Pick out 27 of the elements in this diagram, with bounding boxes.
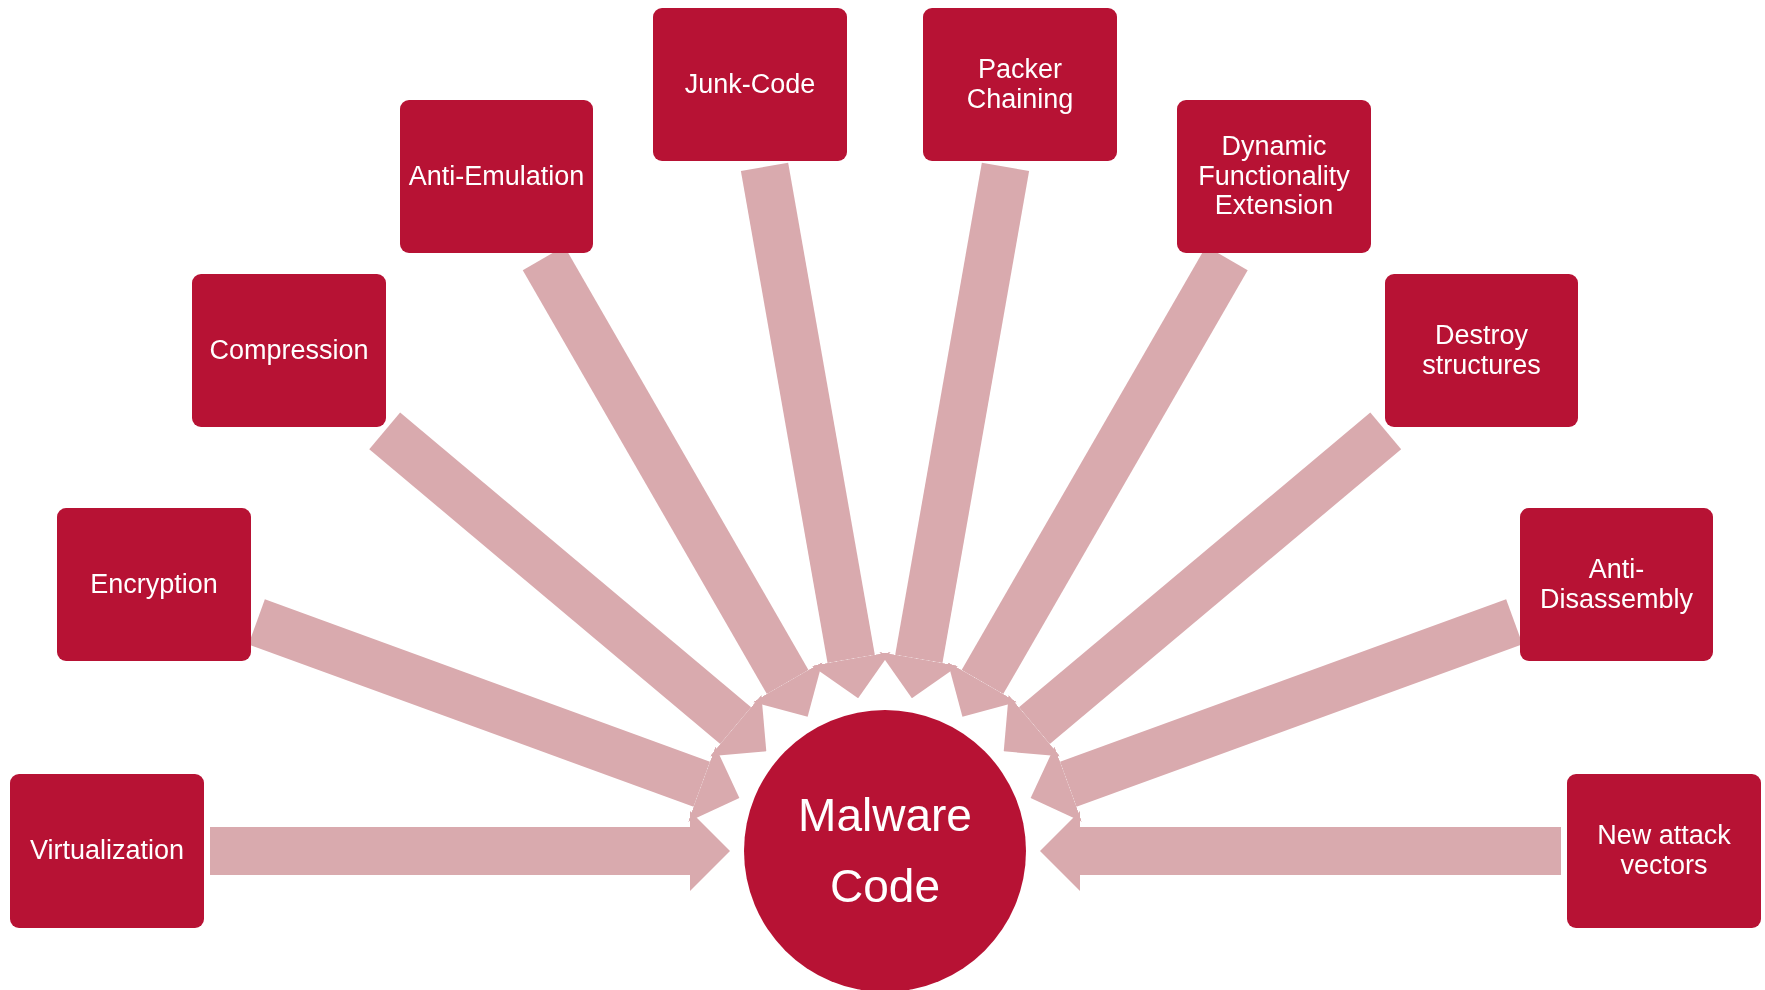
block-arrow [369,412,767,757]
node-label: Junk-Code [684,69,816,100]
block-arrow [1040,811,1561,891]
node-label: Encryption [90,569,218,600]
technique-box [400,100,593,253]
technique-box [1520,508,1713,661]
technique-box [1567,774,1761,928]
technique-box [10,774,204,928]
technique-box [1385,274,1578,427]
node-label: Destroy structures [1421,320,1542,381]
block-arrow [210,811,730,891]
node-label: Virtualization [29,836,185,866]
block-arrow [879,162,1030,699]
technique-box [923,8,1117,161]
node-label: Compression [209,335,369,366]
node-label: Malware Code [797,787,973,914]
node-label: New attack vectors [1596,821,1732,881]
node-label: Dynamic Functionality Extension [1197,131,1351,222]
block-arrow [740,162,891,699]
technique-box [653,8,847,161]
node-label: Anti-Disassembly [1538,554,1694,615]
block-arrow [1003,412,1402,757]
node-label: Packer Chaining [965,54,1075,115]
technique-box [57,508,251,661]
node-label: Anti-Emulation [408,161,585,192]
technique-box [192,274,386,427]
technique-box [1177,100,1371,253]
